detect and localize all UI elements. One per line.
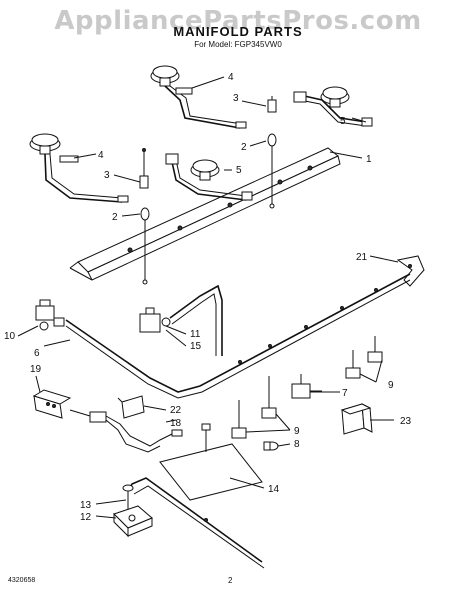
electrode-lower — [140, 207, 150, 285]
callout-3-lower: 3 — [104, 170, 110, 181]
callout-22: 22 — [170, 405, 182, 416]
burner-valve-left-b — [261, 376, 277, 419]
burner-front-left — [29, 133, 129, 203]
page-number: 2 — [228, 576, 233, 585]
ignition-switch — [340, 403, 373, 435]
orifice-hood — [122, 484, 134, 512]
callout-14: 14 — [268, 484, 280, 495]
callout-21: 21 — [356, 252, 368, 263]
callout-7: 7 — [342, 388, 348, 399]
callout-4-lower: 4 — [98, 150, 104, 161]
pressure-regulator — [35, 299, 65, 331]
clip-lower — [139, 148, 149, 189]
callout-9-left: 9 — [294, 426, 300, 437]
heat-shield — [159, 423, 263, 501]
callout-5-lower: 5 — [236, 165, 242, 176]
callout-labels: 4 4 3 3 2 2 5 5 1 21 10 6 11 15 7 9 9 8 … — [4, 72, 412, 523]
callout-5-upper: 5 — [340, 116, 346, 127]
burner-valve-left-a — [231, 400, 247, 439]
leader-lines — [17, 76, 399, 519]
callout-6: 6 — [34, 348, 40, 359]
oven-safety-valve — [113, 505, 153, 538]
wire-harness — [69, 409, 183, 453]
callout-11: 11 — [190, 329, 201, 340]
callout-2-lower: 2 — [112, 212, 118, 223]
page-title: MANIFOLD PARTS — [173, 24, 303, 39]
watermark: AppliancePartsPros.com — [54, 6, 422, 36]
valve-bracket — [117, 395, 145, 419]
valve-knob-stem — [263, 441, 279, 451]
drawing-number: 4320658 — [8, 577, 36, 584]
callout-10: 10 — [4, 331, 16, 342]
spark-module — [32, 389, 72, 419]
callout-13: 13 — [80, 500, 92, 511]
burner-rear-right — [293, 86, 373, 127]
callout-12: 12 — [80, 512, 92, 523]
callout-8: 8 — [294, 439, 300, 450]
electrode-upper — [267, 133, 277, 209]
burner-valve-center — [291, 374, 322, 399]
manifold-pipe — [65, 273, 411, 399]
callout-18: 18 — [170, 418, 182, 429]
manifold-bracket — [69, 147, 341, 281]
model-subtitle: For Model: FGP345VW0 — [194, 40, 282, 49]
callout-23: 23 — [400, 416, 412, 427]
burner-valve-right-a — [345, 350, 361, 379]
callout-3-upper: 3 — [233, 93, 239, 104]
callout-2-upper: 2 — [241, 142, 247, 153]
clip-upper — [267, 96, 277, 113]
callout-19: 19 — [30, 364, 42, 375]
callout-9-right: 9 — [388, 380, 394, 391]
callout-4-upper: 4 — [228, 72, 234, 83]
mounting-bracket — [396, 255, 425, 287]
burner-front-right — [165, 153, 253, 201]
callout-1: 1 — [366, 154, 372, 165]
callout-15: 15 — [190, 341, 202, 352]
burner-valve-right-b — [367, 336, 383, 363]
burner-rear-left — [150, 65, 247, 129]
oven-valve — [139, 284, 223, 356]
